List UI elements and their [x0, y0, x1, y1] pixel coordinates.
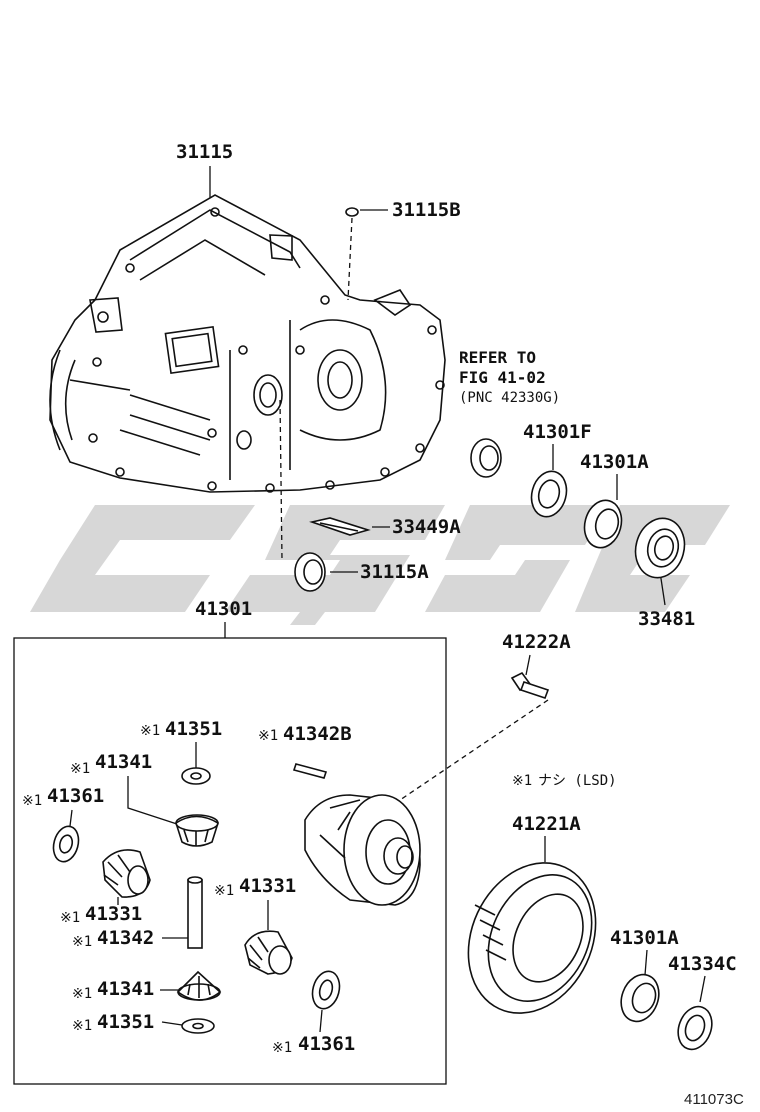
label-41301f: 41301F	[523, 421, 592, 443]
differential-group-box	[13, 637, 447, 1085]
label-41221a: 41221A	[512, 813, 581, 835]
bolt-41222a	[510, 671, 550, 700]
label-31115: 31115	[176, 141, 233, 163]
shim-41334c	[677, 1005, 713, 1051]
label-41341-bottom: 41341	[97, 978, 154, 1000]
mark-41331-right: ※1	[214, 883, 234, 899]
pinion-41341-bottom	[176, 970, 222, 1001]
pin-41342b	[292, 763, 328, 779]
mark-41361-bottom: ※1	[272, 1040, 292, 1056]
mark-41342b: ※1	[258, 728, 278, 744]
mark-41351-bottom: ※1	[72, 1018, 92, 1034]
legend-text: ナシ (LSD)	[538, 773, 617, 789]
washer-41351-top	[181, 767, 211, 785]
shim-41301f	[530, 470, 568, 518]
refer-note-line1: REFER TO	[459, 348, 536, 367]
plug-31115b	[345, 207, 359, 217]
refer-note-line2: FIG 41-02	[459, 368, 546, 387]
transaxle-case-drawing	[49, 194, 446, 493]
label-41341-top: 41341	[95, 751, 152, 773]
label-31115a: 31115A	[360, 561, 429, 583]
label-41331-left: 41331	[85, 903, 142, 925]
label-41342b: 41342B	[283, 723, 352, 745]
magnet-33449a	[309, 517, 371, 536]
oil-seal-31115a	[294, 552, 326, 592]
label-41301a-lower: 41301A	[610, 927, 679, 949]
label-33449a: 33449A	[392, 516, 461, 538]
label-33481: 33481	[638, 608, 695, 630]
pinion-41341-top	[175, 814, 219, 847]
label-41351-top: 41351	[165, 718, 222, 740]
label-41351-bottom: 41351	[97, 1011, 154, 1033]
legend-mark: ※1	[512, 773, 532, 789]
bearing-41301a-lower	[620, 973, 660, 1023]
differential-case	[304, 794, 421, 906]
label-41331-right: 41331	[239, 875, 296, 897]
bearing-41301a-upper	[583, 499, 623, 549]
thrust-washer-41361-left	[52, 825, 80, 863]
side-gear-41331-left	[102, 849, 151, 898]
ring-gear-41221a	[467, 862, 597, 1014]
side-gear-41331-right	[244, 930, 293, 975]
mark-41351-top: ※1	[140, 723, 160, 739]
label-41361-left: 41361	[47, 785, 104, 807]
mark-41341-bottom: ※1	[72, 986, 92, 1002]
mark-41361-left: ※1	[22, 793, 42, 809]
washer-41351-bottom	[181, 1018, 215, 1034]
label-41361-bottom: 41361	[298, 1033, 355, 1055]
label-41301a-upper: 41301A	[580, 451, 649, 473]
label-31115b: 31115B	[392, 199, 461, 221]
label-41222a: 41222A	[502, 631, 571, 653]
refer-note-line3: (PNC 42330G)	[459, 390, 560, 406]
shaft-41342	[187, 876, 203, 949]
label-41301-group: 41301	[195, 598, 252, 620]
mark-41331-left: ※1	[60, 910, 80, 926]
label-41334c: 41334C	[668, 953, 737, 975]
oil-seal-33481	[634, 517, 686, 579]
mark-41342: ※1	[72, 934, 92, 950]
label-41342: 41342	[97, 927, 154, 949]
mark-41341-top: ※1	[70, 761, 90, 777]
oil-seal-refer	[470, 438, 502, 478]
diagram-id: 411073C	[684, 1091, 744, 1108]
thrust-washer-41361-bottom	[311, 970, 341, 1010]
